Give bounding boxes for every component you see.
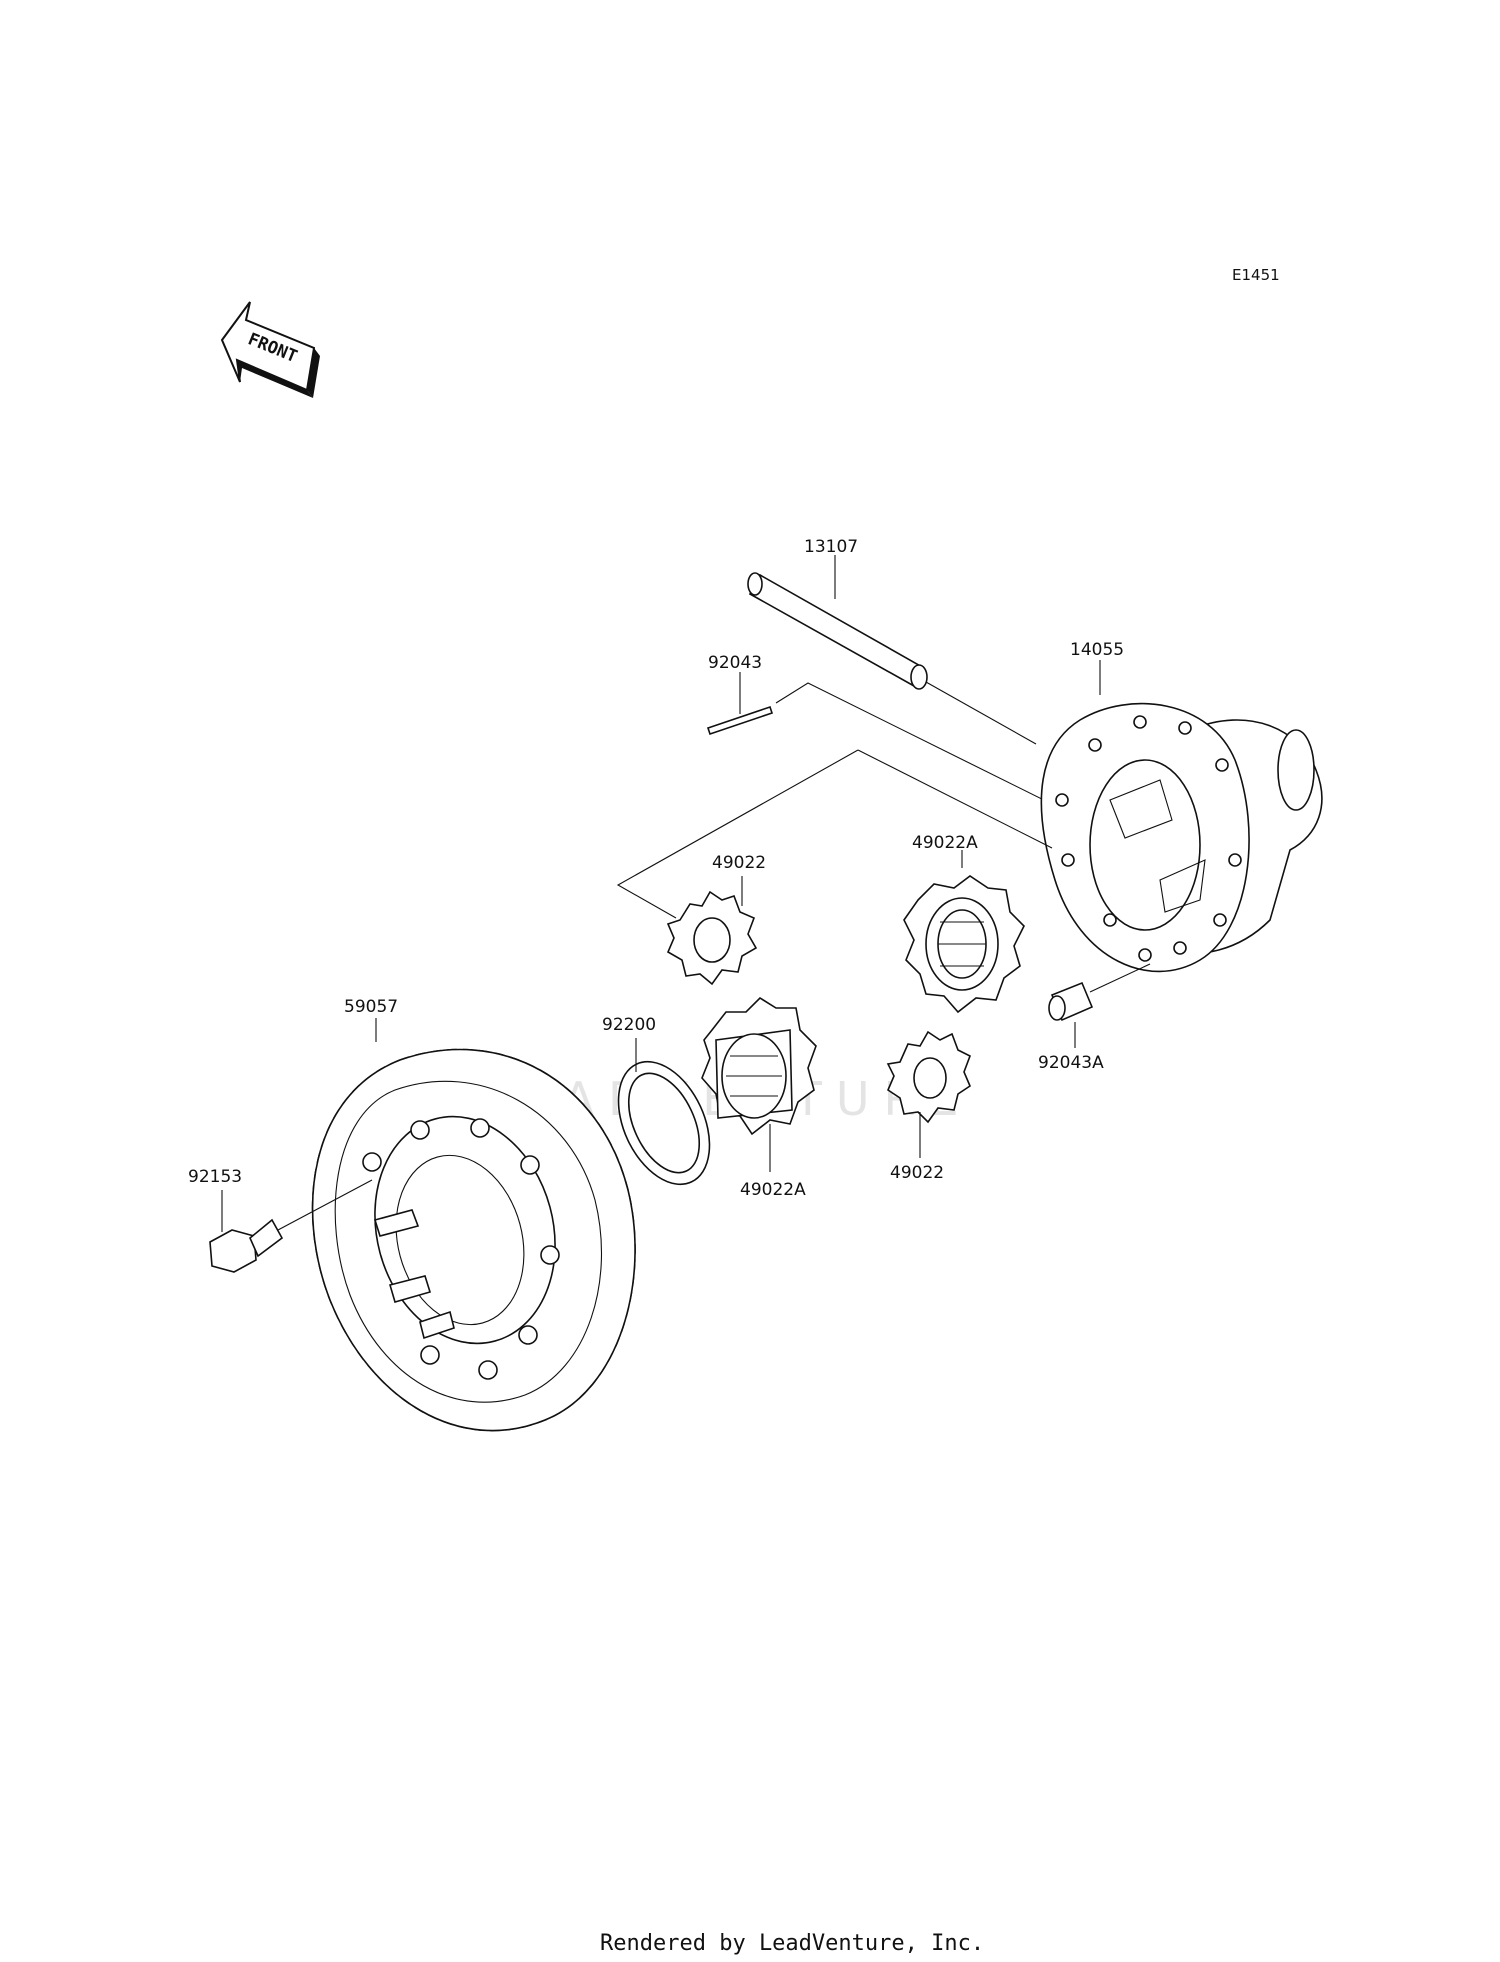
pin-92043: 92043 <box>706 653 1065 849</box>
label-49022-lower: 49022 <box>890 1163 944 1183</box>
differential-case-14055: 14055 <box>1040 640 1323 973</box>
pinion-gear-49022-upper: 49022 <box>666 853 766 986</box>
label-92043A: 92043A <box>1038 1053 1104 1073</box>
label-92153: 92153 <box>188 1167 242 1187</box>
label-92043: 92043 <box>708 653 762 673</box>
bolt-92153: 92153 <box>188 1167 373 1273</box>
label-49022A-upper: 49022A <box>912 833 978 853</box>
label-49022-upper: 49022 <box>712 853 766 873</box>
side-gear-49022A-lower: 49022A <box>701 996 817 1200</box>
washer-92200: 92200 <box>602 1015 711 1186</box>
label-92200: 92200 <box>602 1015 656 1035</box>
label-49022A-lower: 49022A <box>740 1180 806 1200</box>
label-14055: 14055 <box>1070 640 1124 660</box>
shaft-13107: 13107 <box>747 537 1037 745</box>
footer-credit: Rendered by LeadVenture, Inc. <box>600 1931 984 1956</box>
pinion-gear-49022-lower: 49022 <box>886 1030 972 1183</box>
ring-gear-59057: 59057 <box>311 997 636 1432</box>
side-gear-49022A-upper: 49022A <box>903 833 1025 1014</box>
diagram-code: E1451 <box>1232 266 1280 284</box>
dowel-92043A: 92043A <box>1038 963 1151 1073</box>
label-13107: 13107 <box>804 537 858 557</box>
front-arrow-icon: FRONT <box>220 301 320 398</box>
label-59057: 59057 <box>344 997 398 1017</box>
